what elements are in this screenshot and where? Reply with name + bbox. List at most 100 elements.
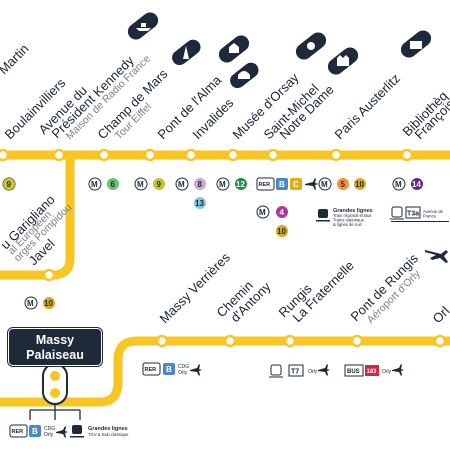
svg-text:CDG: CDG <box>178 364 189 370</box>
station-dot[interactable] <box>42 268 56 282</box>
station-dot[interactable] <box>433 334 447 348</box>
station-dot[interactable] <box>184 148 198 162</box>
eiffel-tower-icon <box>172 39 201 66</box>
station-dot[interactable] <box>226 148 240 162</box>
connections-bottom: RER B CDG Orly T7 Orly BUS 183 Orly RER … <box>9 362 404 438</box>
rer-icon <box>9 424 28 438</box>
svg-text:RER: RER <box>259 182 271 188</box>
massy-pointer <box>29 404 81 420</box>
station-dot[interactable] <box>283 334 297 348</box>
massy-palaiseau-label[interactable]: Massy Palaiseau <box>8 328 102 366</box>
svg-text:Train régional et Bus: Train régional et Bus <box>333 213 371 218</box>
metro-line-4-badge <box>276 206 288 218</box>
svg-text:M: M <box>27 299 34 308</box>
svg-text:T7: T7 <box>291 369 299 376</box>
svg-text:Orly: Orly <box>382 369 392 375</box>
massy-label-line2: Palaiseau <box>26 348 84 362</box>
svg-text:8: 8 <box>198 180 203 189</box>
svg-text:13: 13 <box>195 199 204 208</box>
train-icon <box>316 209 330 222</box>
partial-station-label: Martin <box>0 41 32 77</box>
svg-text:RER: RER <box>12 429 24 435</box>
tram-icon <box>269 364 283 378</box>
svg-text:Orly: Orly <box>178 370 188 376</box>
metro-icon <box>175 177 189 191</box>
metro-icon <box>24 296 38 310</box>
station-dot[interactable] <box>0 148 10 162</box>
metro-line-9-badge <box>3 178 15 190</box>
station-dot <box>50 388 60 398</box>
svg-text:9: 9 <box>7 180 12 189</box>
station-dot[interactable] <box>329 148 343 162</box>
svg-text:10: 10 <box>44 299 53 308</box>
svg-text:Avenue de: Avenue de <box>423 209 444 214</box>
train-icon <box>70 425 84 438</box>
svg-text:9: 9 <box>157 180 162 189</box>
tram-t3a-badge <box>405 206 421 219</box>
svg-text:M: M <box>219 180 226 189</box>
station-label-austerlitz: Paris Austerlitz <box>332 71 403 142</box>
connections-top: 9 M 6 M 9 M 8 13 M 12 RER B C M 4 <box>2 177 449 237</box>
station-dot[interactable] <box>155 334 169 348</box>
library-icon <box>400 30 432 58</box>
metro-line-10-badge <box>354 178 366 190</box>
metro-icon <box>392 177 406 191</box>
tram-icon <box>390 206 404 220</box>
station-dot[interactable] <box>52 148 66 162</box>
metro-line-5-badge <box>337 178 349 190</box>
svg-text:C: C <box>293 180 299 189</box>
metro-line-12-badge <box>235 178 247 190</box>
svg-text:BUS: BUS <box>347 369 360 375</box>
station-dot[interactable] <box>350 334 364 348</box>
monument-icon <box>218 35 250 63</box>
svg-text:Orly: Orly <box>308 369 318 375</box>
metro-line-13-badge <box>194 197 206 209</box>
metro-line-10-badge <box>43 297 55 309</box>
invalides-dome-icon <box>230 62 259 89</box>
rer-c-badge <box>290 178 302 190</box>
svg-text:TGV & train classique: TGV & train classique <box>88 432 129 437</box>
svg-text:T3a: T3a <box>407 211 419 218</box>
tram-t7-badge <box>288 364 304 377</box>
plane-icon <box>190 364 202 376</box>
svg-text:14: 14 <box>412 180 421 189</box>
svg-text:10: 10 <box>277 227 286 236</box>
svg-text:Trains nationaux: Trains nationaux <box>333 218 365 223</box>
station-dot[interactable] <box>400 148 414 162</box>
plane-icon <box>392 364 404 376</box>
svg-text:4: 4 <box>280 208 285 217</box>
ship-icon <box>127 12 159 40</box>
svg-text:M: M <box>137 180 144 189</box>
cathedral-icon <box>327 47 359 75</box>
metro-icon <box>318 177 332 191</box>
bottom-station-circles <box>155 334 447 348</box>
svg-text:CDG: CDG <box>44 426 55 432</box>
rer-b-badge <box>276 178 288 190</box>
metro-icon <box>88 177 102 191</box>
bus-183-badge <box>365 365 379 376</box>
svg-text:B: B <box>279 180 285 189</box>
svg-text:B: B <box>166 365 172 374</box>
massy-label-line1: Massy <box>35 333 75 347</box>
svg-text:5: 5 <box>341 180 346 189</box>
rer-b-badge <box>29 425 41 437</box>
station-dot[interactable] <box>223 334 237 348</box>
metro-line-10-badge <box>276 225 288 237</box>
metro-icon <box>256 205 270 219</box>
svg-text:M: M <box>259 208 266 217</box>
svg-text:M: M <box>395 180 402 189</box>
station-label-orl: Orl <box>430 303 450 326</box>
top-station-circles <box>0 148 414 282</box>
svg-text:M: M <box>321 180 328 189</box>
landmark-icons <box>127 12 432 89</box>
station-dot[interactable] <box>266 148 280 162</box>
svg-text:France: France <box>423 214 437 219</box>
metro-line-6-badge <box>107 178 119 190</box>
station-dot[interactable] <box>97 148 111 162</box>
svg-text:6: 6 <box>111 180 116 189</box>
rer-icon <box>142 362 161 376</box>
station-dot[interactable] <box>143 148 157 162</box>
rer-b-badge <box>163 363 175 375</box>
svg-text:M: M <box>91 180 98 189</box>
